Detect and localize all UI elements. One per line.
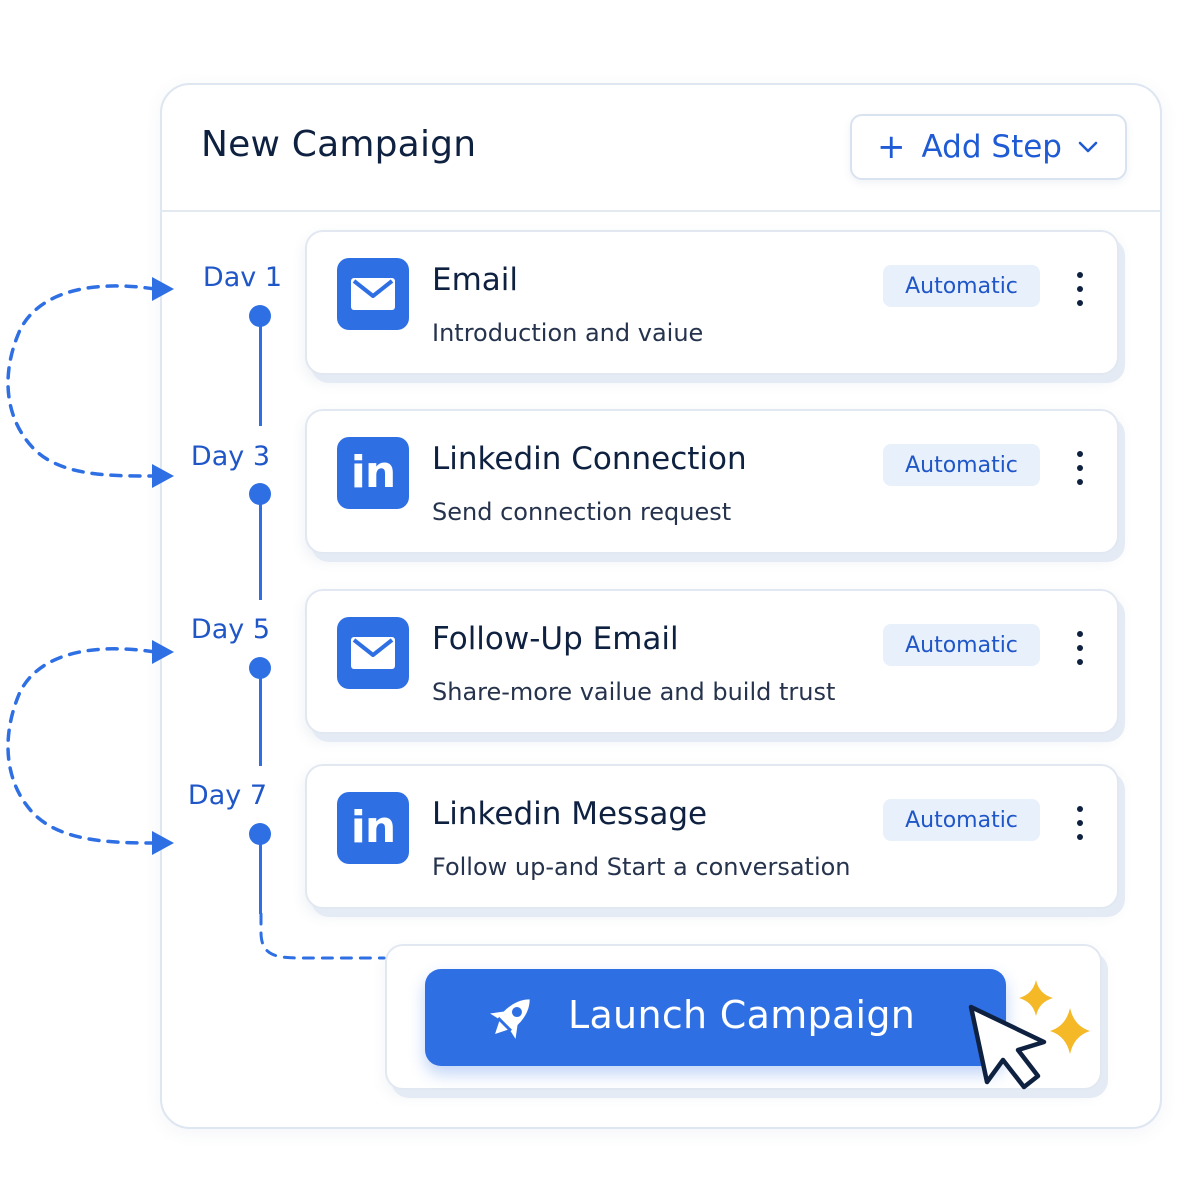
step-title: Email <box>432 262 519 298</box>
timeline-dot <box>249 823 271 845</box>
more-options-icon[interactable] <box>1067 806 1093 840</box>
step-description: Follow up-and Start a conversation <box>432 853 851 881</box>
day-label: Day 7 <box>187 780 267 811</box>
add-step-label: Add Step <box>921 129 1062 165</box>
rocket-icon <box>490 999 530 1039</box>
day-label: Day 5 <box>190 614 270 645</box>
more-options-icon[interactable] <box>1067 272 1093 306</box>
header-divider <box>160 210 1160 212</box>
step-description: Introduction and vaiue <box>432 319 704 347</box>
step-card-follow-up-email[interactable]: Follow-Up Email Share-more vailue and bu… <box>305 589 1119 734</box>
step-description: Send connection request <box>432 498 732 526</box>
timeline-dot <box>249 657 271 679</box>
mail-icon <box>337 617 409 689</box>
day-label: Dav 1 <box>202 262 282 293</box>
mail-icon <box>337 258 409 330</box>
plus-icon: + <box>877 127 906 167</box>
timeline-line <box>259 844 262 914</box>
launch-campaign-button[interactable]: Launch Campaign <box>425 969 1006 1066</box>
add-step-button[interactable]: + Add Step <box>850 114 1127 180</box>
more-options-icon[interactable] <box>1067 631 1093 665</box>
step-title: Follow-Up Email <box>432 621 679 657</box>
launch-campaign-label: Launch Campaign <box>568 993 916 1037</box>
status-badge: Automatic <box>883 799 1040 841</box>
step-card-linkedin-message[interactable]: in Linkedin Message Follow up-and Start … <box>305 764 1119 909</box>
day-label: Day 3 <box>190 441 270 472</box>
timeline-dot <box>249 305 271 327</box>
linkedin-icon: in <box>337 792 409 864</box>
status-badge: Automatic <box>883 444 1040 486</box>
chevron-down-icon <box>1078 141 1098 153</box>
step-card-linkedin-connection[interactable]: in Linkedin Connection Send connection r… <box>305 409 1119 554</box>
dashed-connector-arrow <box>6 647 157 845</box>
more-options-icon[interactable] <box>1067 451 1093 485</box>
timeline-dot <box>249 483 271 505</box>
step-description: Share-more vailue and build trust <box>432 678 836 706</box>
step-title: Linkedin Connection <box>432 441 747 477</box>
status-badge: Automatic <box>883 265 1040 307</box>
timeline-line <box>259 504 262 600</box>
step-title: Linkedin Message <box>432 796 708 832</box>
step-card-email[interactable]: Email Introduction and vaiue Automatic <box>305 230 1119 375</box>
timeline-line <box>259 678 262 766</box>
status-badge: Automatic <box>883 624 1040 666</box>
linkedin-icon: in <box>337 437 409 509</box>
page-title: New Campaign <box>201 124 477 165</box>
dashed-connector-arrow <box>6 284 157 478</box>
timeline-line <box>259 326 262 426</box>
